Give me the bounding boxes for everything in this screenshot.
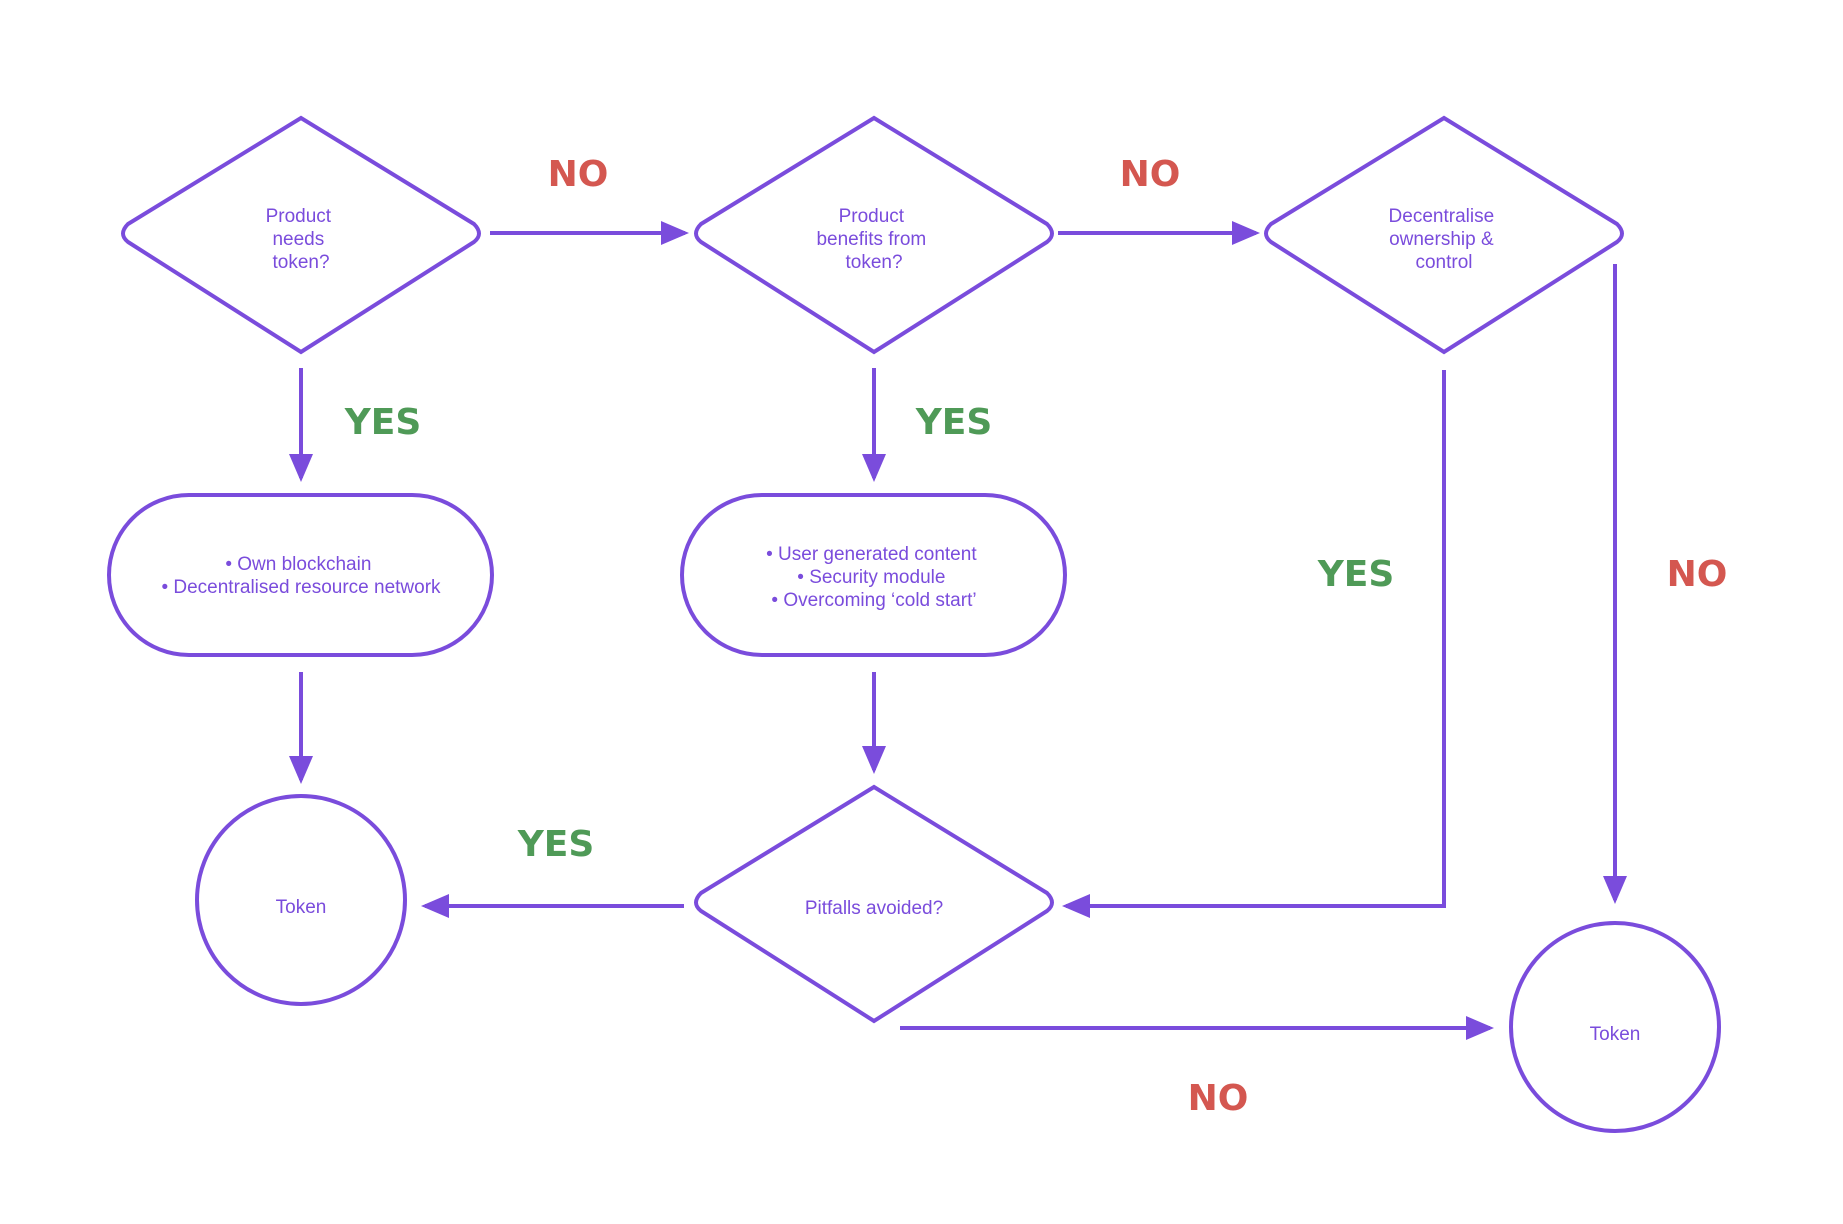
decision-line: needs [272, 229, 324, 250]
token-circle [1509, 921, 1721, 1133]
decision-line: Product [839, 206, 905, 227]
label-decentralise-no: NO [1667, 554, 1728, 595]
decision-text: Decentralise ownership & control [1389, 206, 1500, 273]
decision-line: token? [845, 252, 902, 273]
diamond-shape [694, 115, 1054, 355]
box-use-cases: • User generated content • Security modu… [680, 493, 1067, 657]
box-line: • Decentralised resource network [161, 577, 441, 598]
label-benefits-no: NO [1120, 154, 1181, 195]
decision-line: benefits from [816, 229, 926, 250]
label-decentralise-yes: YES [1317, 554, 1395, 595]
label-pitfalls-no: NO [1188, 1078, 1249, 1119]
label-needs-no: NO [548, 154, 609, 195]
box-line: • Security module [797, 567, 945, 588]
diamond-shape [694, 784, 1054, 1024]
decision-line: Pitfalls avoided? [805, 898, 943, 919]
decision-line: Decentralise [1389, 206, 1495, 227]
token-label: Token [1590, 1024, 1641, 1045]
token-right: Token [1509, 921, 1721, 1133]
diamond-shape [121, 115, 481, 355]
rounded-box-shape [680, 493, 1067, 657]
decision-line: Product [266, 206, 332, 227]
label-benefits-yes: YES [915, 402, 993, 443]
decision-benefits-from-token: Product benefits from token? [694, 115, 1054, 355]
box-text: • User generated content • Security modu… [766, 544, 982, 611]
box-line: • User generated content [766, 544, 977, 565]
box-line: • Own blockchain [225, 554, 371, 575]
edge-labels: NO NO YES YES YES NO YES NO [344, 154, 1728, 1119]
decision-text: Product benefits from token? [816, 206, 931, 273]
decision-line: ownership & [1389, 229, 1494, 250]
box-text: • Own blockchain • Decentralised resourc… [161, 554, 441, 598]
token-circle [195, 794, 407, 1006]
arrow-decentralise-yes-to-pitfalls [1062, 370, 1446, 918]
diamond-shape [1264, 115, 1624, 355]
rounded-box-shape [107, 493, 494, 657]
box-line: • Overcoming ‘cold start’ [771, 590, 976, 611]
label-pitfalls-yes: YES [517, 824, 595, 865]
decision-line: control [1415, 252, 1472, 273]
decision-decentralise: Decentralise ownership & control [1264, 115, 1624, 355]
connectors [289, 221, 1627, 1040]
token-label: Token [276, 897, 327, 918]
decision-text: Pitfalls avoided? [805, 898, 943, 919]
token-left: Token [195, 794, 407, 1006]
label-needs-yes: YES [344, 402, 422, 443]
decision-text: Product needs token? [266, 206, 337, 273]
decision-pitfalls-avoided: Pitfalls avoided? [694, 784, 1054, 1024]
decision-line: token? [272, 252, 329, 273]
box-infrastructure: • Own blockchain • Decentralised resourc… [107, 493, 494, 657]
decision-needs-token: Product needs token? [121, 115, 481, 355]
